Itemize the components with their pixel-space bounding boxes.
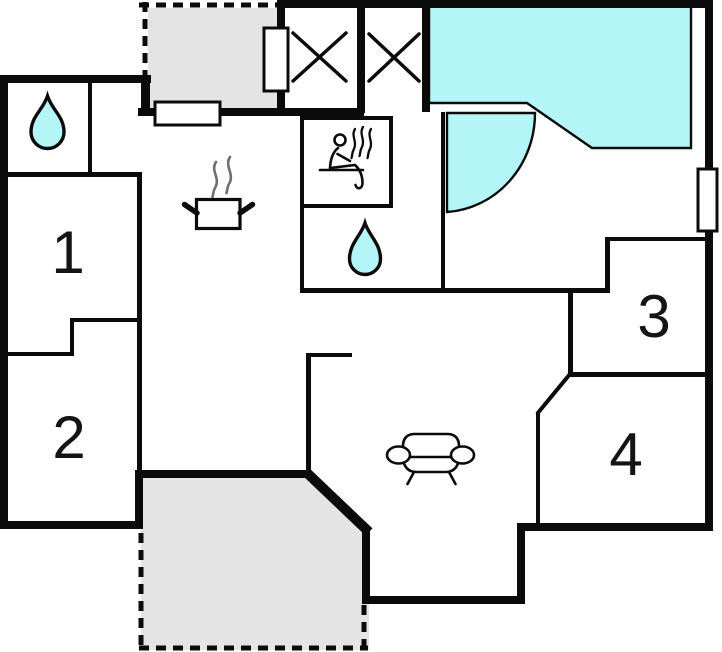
wall-bath1-top [0, 75, 151, 83]
wall-bath2-right [441, 112, 445, 292]
wall-bottom-right [517, 523, 713, 531]
water-drop-icon [29, 90, 66, 151]
kitchen-window [153, 100, 222, 127]
wall-room3-left-a [605, 237, 610, 292]
wall-kitchen-half-h [306, 353, 352, 357]
wall-left [0, 75, 8, 529]
wall-closet-divider [357, 0, 365, 113]
wall-terrace2-diagonal [301, 467, 373, 536]
sauna-icon-body [328, 146, 364, 190]
terrace-top-left [148, 8, 281, 112]
wall-room3-top [607, 237, 707, 241]
sauna-icon-head [333, 133, 347, 147]
stove-icon-handle [237, 201, 256, 216]
wardrobe-x-1 [291, 31, 348, 83]
wall-bump-bottom [362, 596, 525, 604]
wall-bath2-left [300, 202, 304, 293]
wardrobe-x-2 [367, 32, 421, 83]
entrance-door [262, 26, 290, 93]
sauna-icon-steam [366, 127, 373, 160]
water-drop-icon [347, 217, 383, 277]
corner-shower [445, 111, 537, 214]
wall-room4-diagonal [535, 372, 572, 416]
sauna-icon-steam [350, 127, 357, 160]
wall-terrace2-top [138, 470, 310, 478]
wall-closet2-right [422, 0, 430, 112]
stove-icon-steam [211, 160, 219, 199]
wall-right [705, 0, 713, 531]
wall-bath1-right [88, 79, 92, 177]
wall-step-vertical [70, 318, 74, 356]
wall-room2-bottom [0, 521, 143, 529]
room-2-label: 2 [52, 404, 85, 471]
sauna-room-walls [300, 116, 393, 208]
room-4-label: 4 [609, 421, 642, 488]
sauna-icon-arm [336, 152, 352, 163]
wall-room34-divider [568, 372, 709, 377]
wall-hall-south [300, 288, 610, 293]
wall-entry-connector [141, 75, 150, 116]
sofa-icon-arm [449, 445, 476, 465]
stove-icon-steam [225, 155, 233, 195]
wall-step-lower [4, 352, 74, 356]
wall-top [277, 0, 713, 8]
sofa-icon-leg [406, 470, 416, 486]
wall-room4-left [536, 412, 540, 531]
stove-icon-handle [181, 201, 200, 216]
wall-kitchen-half-v [306, 355, 311, 472]
right-window [696, 167, 719, 233]
wall-bump-right [517, 523, 525, 604]
wall-step-upper [70, 318, 140, 322]
sauna-icon-steam [358, 125, 365, 158]
wall-kitchen-north [138, 108, 364, 116]
wall-room2-corner [135, 470, 143, 529]
terrace-bottom [141, 476, 369, 650]
wall-room3-left-b [568, 288, 573, 376]
sofa-icon-leg [447, 470, 457, 486]
sofa-icon-arm [385, 445, 412, 465]
room-3-label: 3 [637, 283, 670, 350]
stove-icon [194, 197, 242, 231]
wall-room1-top [4, 172, 140, 177]
wall-bump-left [362, 527, 370, 604]
room-1-label: 1 [51, 219, 84, 286]
